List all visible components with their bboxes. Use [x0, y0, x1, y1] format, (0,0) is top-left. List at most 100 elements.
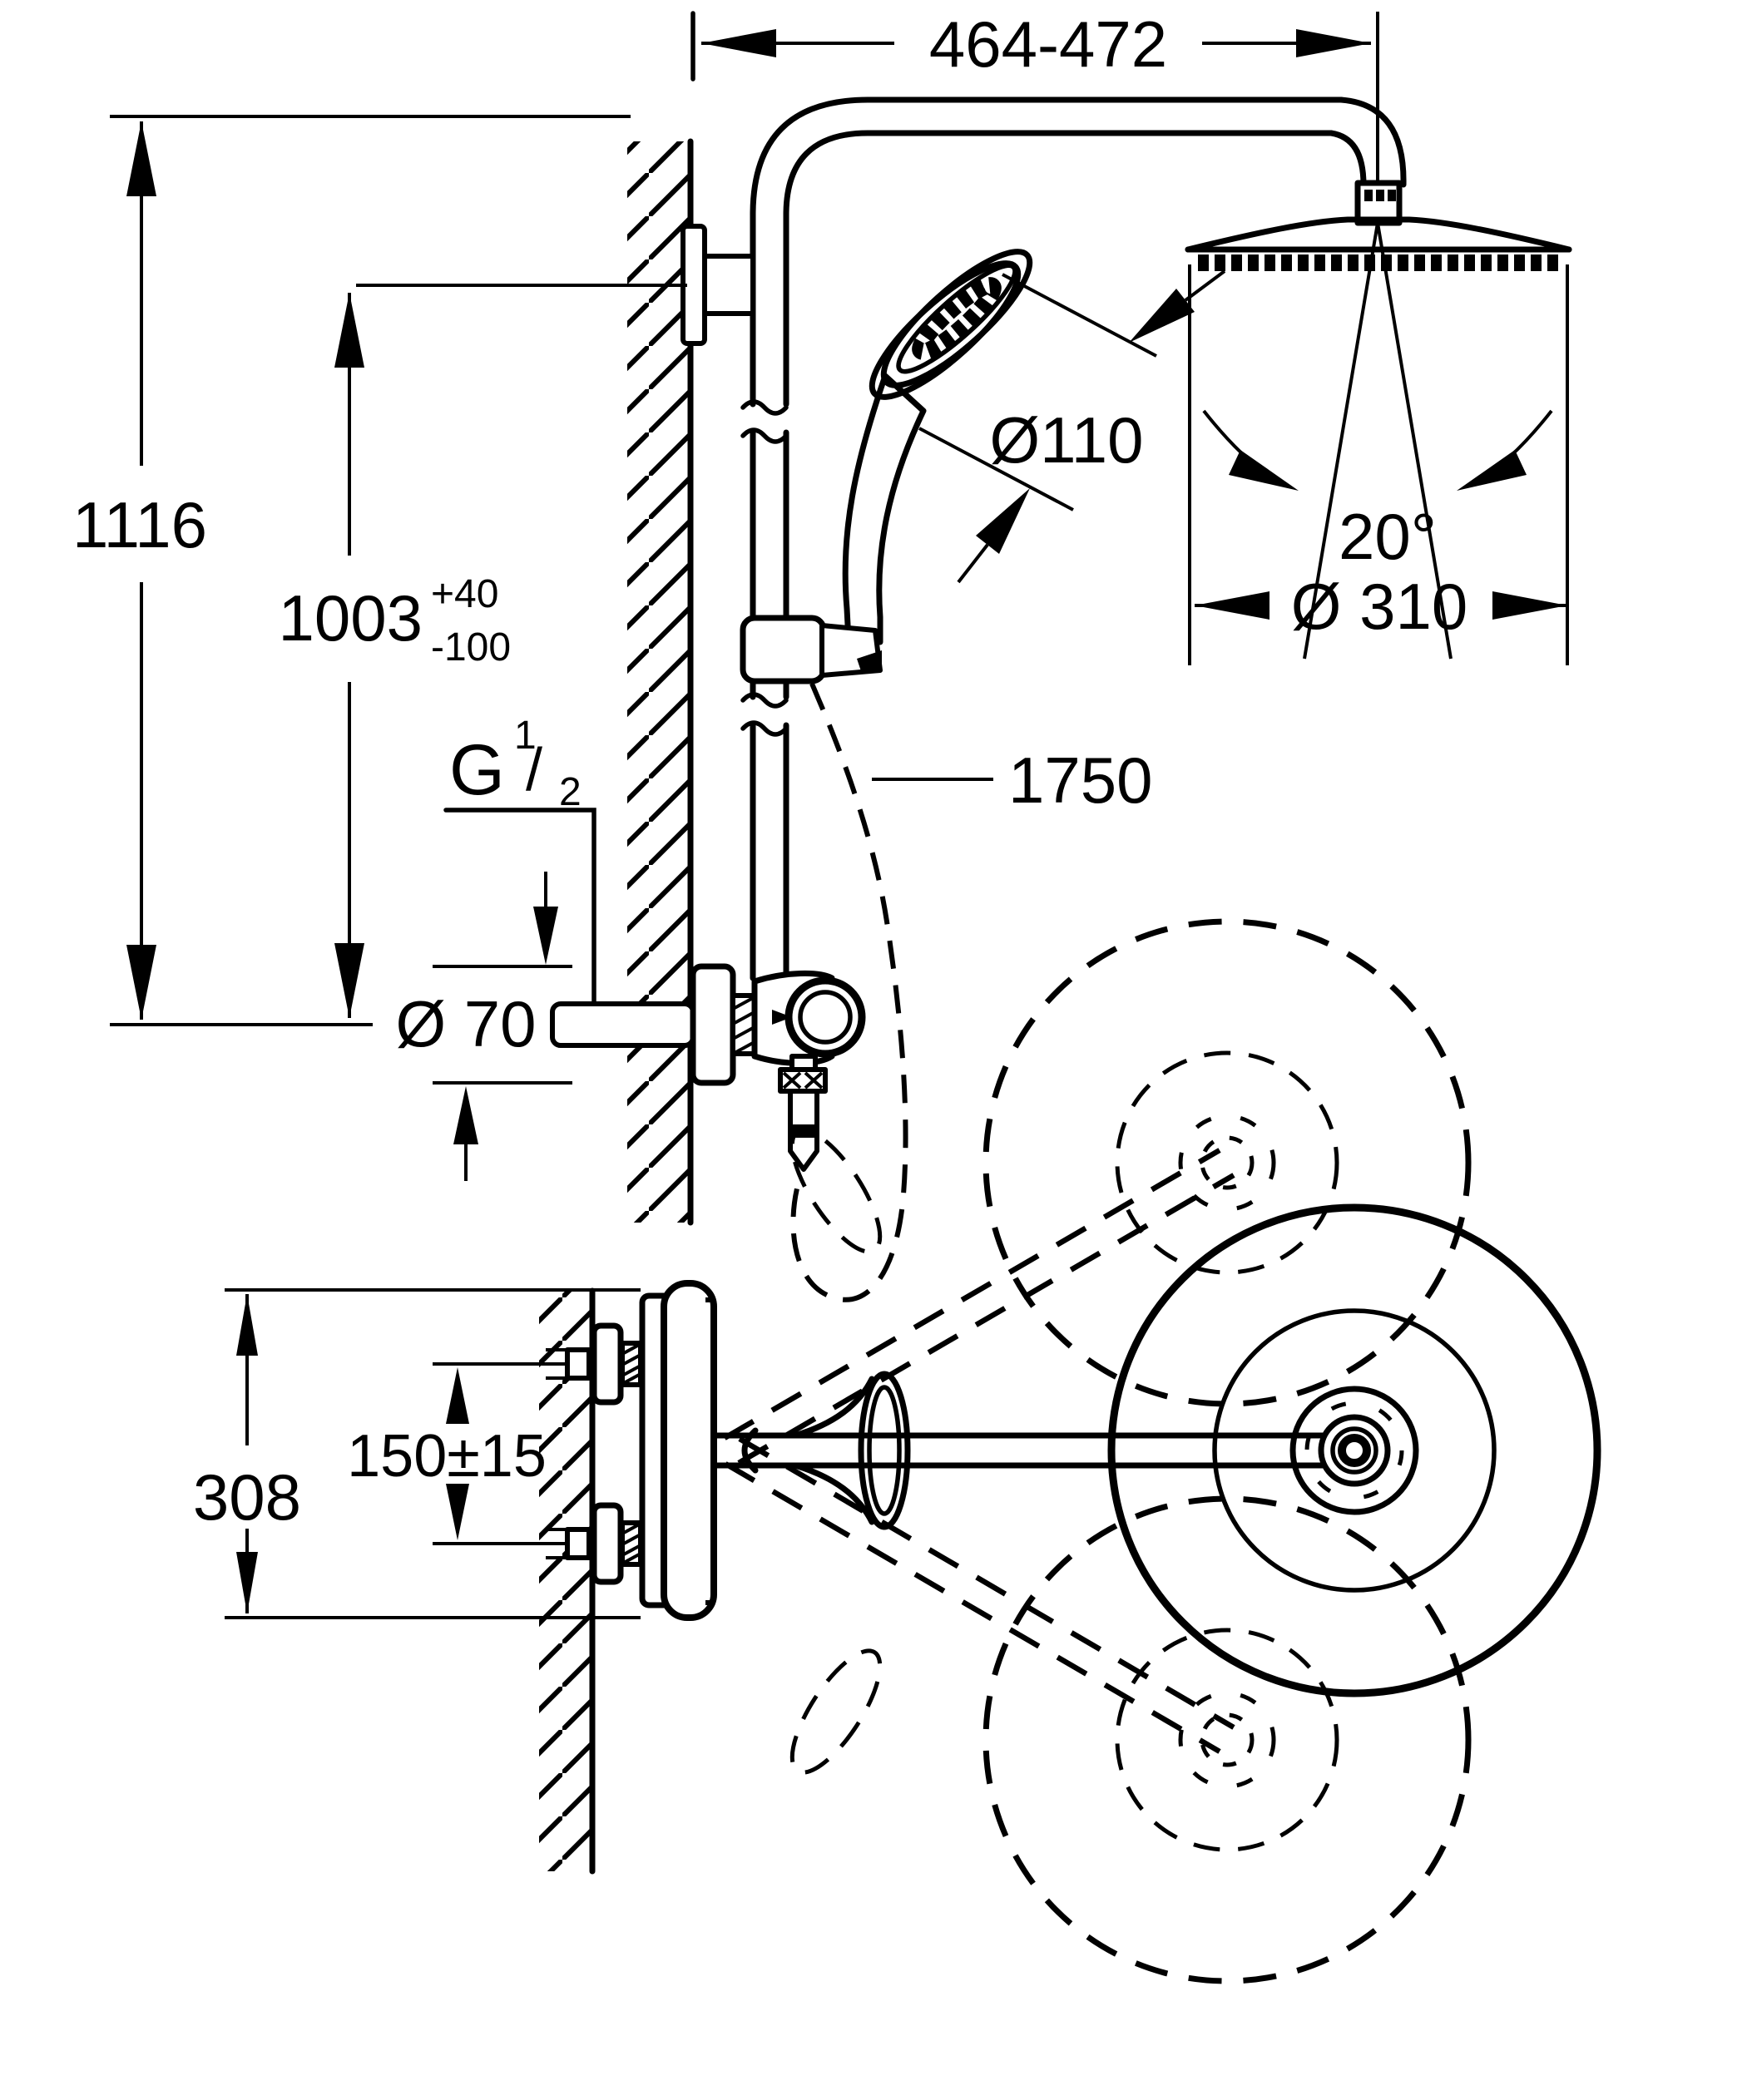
dashed-arm-lower	[724, 1436, 1235, 1754]
head-shower-side-view	[1185, 180, 1572, 271]
swivel-arm-down-dashed	[724, 1436, 1235, 1775]
connector-knurl	[1364, 190, 1373, 201]
union-nut-knurl-top	[621, 1342, 641, 1386]
swivel-arm-up-dashed	[723, 1128, 1235, 1465]
supply-pipe	[550, 1001, 695, 1048]
connector-knurl	[1376, 190, 1384, 201]
hub-ring-mid	[1330, 1426, 1378, 1475]
bracket-arm	[702, 254, 755, 316]
head-shower-position-down	[982, 1495, 1472, 1984]
arrow-down-icon	[236, 1552, 258, 1613]
hub-ring-dark	[1338, 1434, 1371, 1467]
top-view: 308 150±15	[193, 918, 1601, 1984]
rail-slider-holder	[740, 615, 827, 684]
hand-shower-bell-upper-dashed	[789, 1128, 883, 1254]
dashed-arm-upper	[723, 1148, 1235, 1465]
arrow-up-icon	[446, 1367, 469, 1424]
head-inner-dashed	[1115, 1050, 1339, 1275]
dimension-total-height: 1116	[72, 115, 631, 1026]
nipple-knurl	[734, 996, 754, 1055]
total-height-label: 1116	[72, 488, 207, 561]
hand-shower-bell-cone	[792, 1376, 875, 1525]
escutcheon-bottom	[591, 1502, 624, 1585]
arrow-up-icon	[334, 293, 364, 368]
ball-joint-housing	[1289, 1386, 1419, 1515]
pipe-break-symbol-lower	[740, 692, 789, 737]
arm-outer-line	[750, 96, 1344, 218]
head-angle-label: 20°	[1339, 500, 1437, 573]
hand-shower-face-outer	[880, 249, 1033, 388]
tangent-lines	[918, 273, 1157, 511]
hand-shower-diameter-label: Ø110	[989, 403, 1143, 477]
shower-arm-top-view	[710, 1371, 1326, 1530]
head-diameter-label: Ø 310	[1291, 570, 1467, 643]
hose-dashed-curve	[790, 682, 908, 1302]
hose-nut	[778, 1067, 828, 1094]
pipe-break-symbol-upper	[740, 399, 789, 444]
dimension-head-diameter: Ø 310	[1188, 264, 1569, 665]
thread-size-label: G 1 / 2	[443, 714, 596, 1005]
valve-front-trim	[661, 1280, 717, 1621]
thread-numerator: 1	[514, 714, 537, 758]
hub-swivel-arcs	[1178, 1691, 1276, 1789]
arrow-down-icon	[334, 943, 364, 1018]
connector-knurl	[1388, 190, 1396, 201]
arrow-right-icon	[1492, 591, 1567, 620]
arrow-bottom-tail	[957, 543, 989, 584]
hub-swivel-arcs	[1178, 1114, 1276, 1212]
escutcheon	[690, 963, 736, 1086]
rail-height-tol-plus: +40	[431, 572, 498, 616]
wall-hatching-top-view	[539, 1291, 592, 1871]
union-nut-knurl-bottom	[621, 1522, 641, 1565]
extension-lines	[433, 1362, 591, 1545]
dimension-rail-height: 1003 +40 -100	[278, 284, 687, 1018]
wall-bracket	[681, 224, 755, 346]
thermostat-valve-side-view	[550, 963, 866, 1172]
dimension-trim-length: 308	[193, 1288, 641, 1619]
hub-dashed	[1200, 1135, 1255, 1190]
hose-length-label: 1750	[1008, 744, 1153, 817]
arm-lines	[710, 1432, 1326, 1469]
dimension-escutcheon: Ø 70	[395, 872, 572, 1181]
arm-elbow-outer	[1338, 96, 1407, 188]
arrow-up-icon	[453, 1086, 478, 1144]
extension-lines	[433, 965, 572, 1085]
extension-lines	[225, 1288, 641, 1619]
hose-nut-knurl	[782, 1071, 824, 1090]
arm-ball-cap	[741, 1427, 759, 1474]
temperature-marker	[772, 1010, 792, 1025]
arrow-down-icon	[446, 1484, 469, 1540]
dimension-supply-spacing: 150±15	[347, 1362, 591, 1545]
head-dome-profile	[1185, 216, 1572, 253]
dimension-top-width-label: 464-472	[929, 7, 1167, 81]
hand-shower-side-view	[740, 249, 1033, 684]
holder-grip	[857, 650, 882, 674]
arrow-top-tail	[1184, 269, 1226, 302]
dimension-hand-shower: Ø110	[918, 269, 1226, 584]
head-outline-dashed	[982, 1495, 1472, 1984]
escutcheon-diameter-label: Ø 70	[395, 987, 536, 1060]
head-outline	[1107, 1203, 1601, 1697]
head-inner-ring	[1212, 1308, 1497, 1593]
valve-handle-inner	[798, 990, 853, 1045]
supply-fitting-top	[565, 1347, 591, 1381]
rail-height-label: 1003	[278, 581, 423, 655]
hub-swivel-arcs	[1304, 1401, 1404, 1500]
leader-line	[443, 808, 596, 1005]
angle-arrow-left-icon	[1229, 450, 1299, 491]
arm-elbow-inner	[1328, 130, 1367, 188]
angle-arrow-right-icon	[1457, 450, 1527, 491]
rail-height-tol-minus: -100	[431, 625, 511, 670]
thermostat-valve-top-view	[639, 1280, 717, 1621]
hand-shower-bell-inner	[867, 1385, 902, 1516]
extension-lines	[1188, 264, 1569, 665]
shower-hose: 1750	[790, 682, 1153, 1302]
angle-lines	[1303, 222, 1453, 660]
arrow-up-icon	[126, 121, 156, 196]
supply-spacing-label: 150±15	[347, 1423, 547, 1490]
shower-rail-and-arm	[740, 96, 1407, 981]
hub-ring-outer	[1318, 1414, 1391, 1487]
arrow-top-icon	[1129, 289, 1195, 343]
